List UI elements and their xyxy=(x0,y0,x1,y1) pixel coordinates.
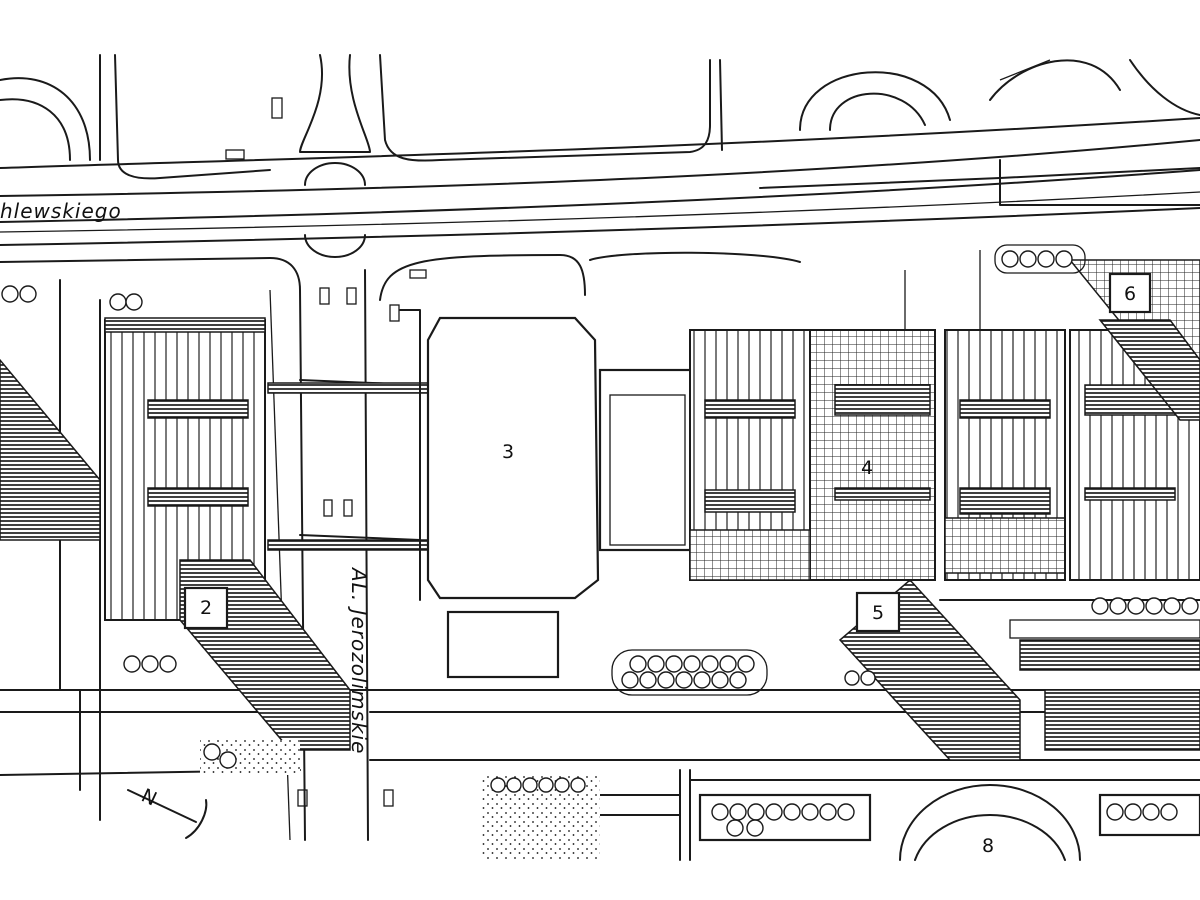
small-structures xyxy=(225,97,427,807)
marker-4: 4 xyxy=(861,457,873,479)
marker-8: 8 xyxy=(982,835,994,857)
marker-3-label: 3 xyxy=(502,441,514,463)
building-right xyxy=(689,259,1200,761)
marker-2-label: 2 xyxy=(200,597,212,619)
central-hall xyxy=(399,309,600,679)
roundabout-top xyxy=(299,54,371,258)
marker-3: 3 xyxy=(502,441,514,463)
trees xyxy=(1,244,1199,837)
marker-5-label: 5 xyxy=(872,602,884,624)
upper-right-loops xyxy=(799,59,1200,131)
upper-left-ramp xyxy=(0,54,723,180)
bottom-plaza xyxy=(200,740,1200,861)
marker-8-label: 8 xyxy=(982,835,994,857)
street-label-top: hlewskiego xyxy=(0,199,122,223)
north-arrow-icon: N xyxy=(127,785,208,839)
marker-4-label: 4 xyxy=(861,457,873,479)
marker-2: 2 xyxy=(183,586,229,630)
marker-5: 5 xyxy=(855,591,901,633)
marker-6: 6 xyxy=(1108,272,1152,314)
marker-6-label: 6 xyxy=(1124,283,1136,305)
main-road xyxy=(0,117,1200,246)
street-label-avenue: AL. Jerozolimskie xyxy=(347,566,371,754)
connector-spine xyxy=(267,368,697,552)
north-arrow-label: N xyxy=(138,785,160,811)
